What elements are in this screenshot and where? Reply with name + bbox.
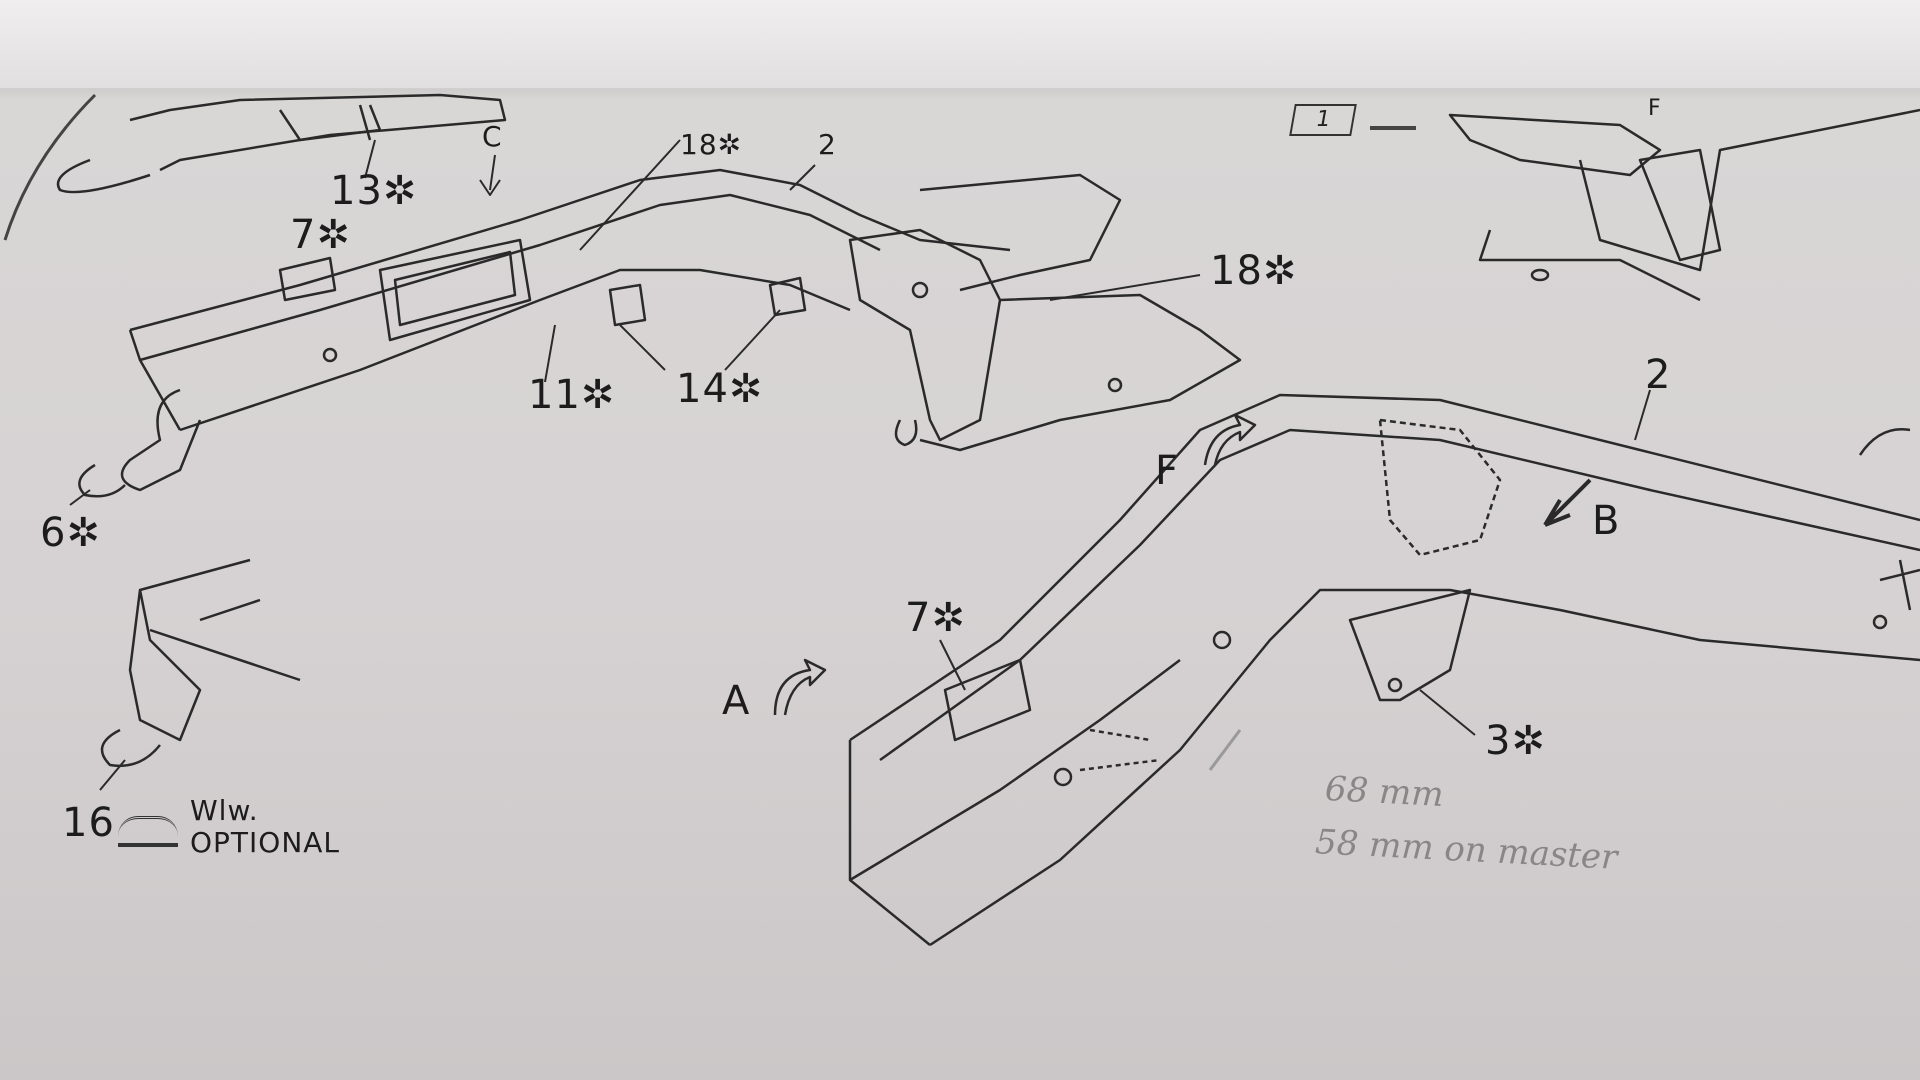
label-view-f: F — [1155, 448, 1180, 494]
paint-symbol-icon — [118, 816, 178, 847]
label-part-18-right: 18✲ — [1210, 248, 1298, 294]
handwritten-note-line1: 68 mm — [1324, 768, 1445, 816]
label-part-16: 16 — [62, 800, 115, 846]
label-part-7-top: 7✲ — [290, 212, 351, 258]
label-inset-view-f: F — [1648, 96, 1662, 121]
arrow-a-icon — [773, 658, 827, 716]
label-part-14: 14✲ — [676, 366, 764, 412]
label-optional: OPTIONAL — [190, 826, 341, 859]
page-top-edge — [0, 0, 1920, 88]
label-part-3: 3✲ — [1485, 718, 1546, 764]
optional-tow-hook-detail — [100, 558, 301, 768]
label-part-11: 11✲ — [528, 372, 616, 418]
label-part-13: 13✲ — [330, 168, 418, 214]
label-view-c: C — [482, 120, 503, 153]
upper-inset-frame — [56, 93, 507, 194]
label-view-b: B — [1592, 498, 1621, 544]
weld-symbol-icon — [1370, 108, 1416, 130]
inset-number-box: 1 — [1289, 104, 1357, 136]
view-arrows — [773, 413, 1911, 716]
top-right-inset-frame — [1448, 108, 1920, 302]
page-curl-edge — [3, 93, 97, 241]
label-part-6: 6✲ — [40, 510, 101, 556]
label-part-18-top: 18✲ — [680, 128, 743, 161]
label-part-2-top: 2 — [818, 128, 837, 161]
label-view-a: A — [722, 678, 751, 724]
rear-frame-right — [848, 393, 1920, 947]
front-frame-left — [78, 168, 1242, 498]
label-part-7: 7✲ — [905, 595, 966, 641]
arrow-f-icon — [1203, 413, 1257, 466]
leader-lines — [69, 139, 1651, 791]
pencil-stroke — [1208, 729, 1242, 771]
label-wlw: Wlw. — [190, 794, 259, 827]
arrow-b-icon — [1543, 478, 1592, 527]
label-part-2: 2 — [1645, 352, 1672, 398]
arrow-right-edge-icon — [1858, 428, 1911, 456]
